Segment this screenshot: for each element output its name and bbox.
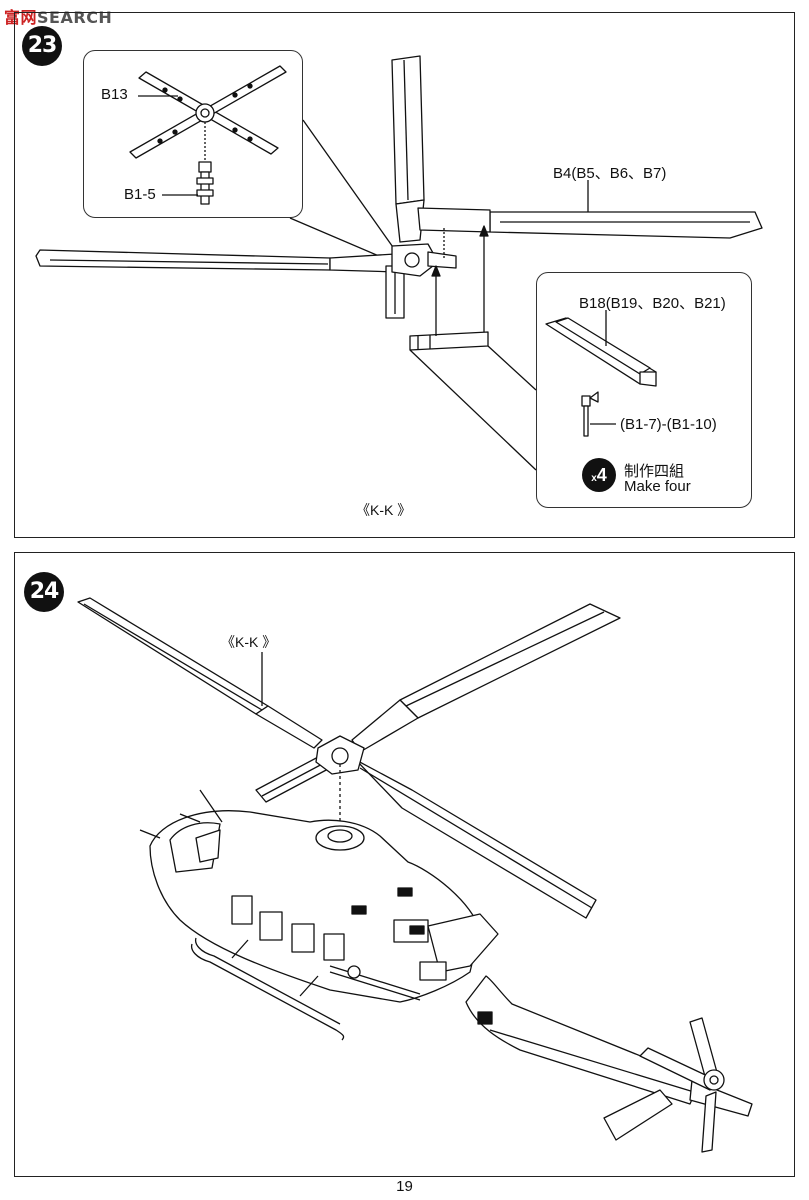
b18-grip-part-main — [409, 331, 489, 351]
helicopter-tail-boom — [465, 975, 753, 1141]
step-24-badge: 24 — [24, 572, 64, 612]
left-rotor-blade — [35, 249, 399, 273]
grip-detail-callout — [536, 272, 752, 508]
label-b1-5: B1-5 — [124, 186, 156, 203]
label-b13: B13 — [101, 86, 128, 103]
b13-hub-cross-part — [129, 65, 287, 159]
b18-grip-detail-part — [545, 317, 657, 387]
b1-7-pin-part — [581, 391, 599, 437]
multiplier-value: 4 — [596, 465, 607, 485]
b4-rotor-blade — [417, 207, 763, 239]
label-b4: B4(B5、B6、B7) — [553, 165, 667, 182]
rotor-hub-24 — [315, 735, 365, 775]
landing-skids — [190, 937, 345, 1041]
label-b18: B18(B19、B20、B21) — [579, 295, 726, 312]
subassembly-label-24: 《K-K 》 — [221, 634, 277, 650]
subassembly-label-23: 《K-K 》 — [356, 502, 412, 518]
helicopter-fuselage — [139, 789, 499, 1003]
rotor-blade-top-left — [77, 597, 323, 749]
page-number: 19 — [396, 1178, 413, 1195]
label-make-four-zh: 制作四組 — [624, 463, 685, 480]
rotor-blade-bottom-right — [355, 759, 597, 919]
label-make-four-en: Make four — [624, 478, 691, 495]
multiplier-badge: x4 — [582, 458, 616, 492]
step-24-panel — [14, 552, 795, 1177]
step-23-panel — [14, 12, 795, 538]
b1-5-mast-part — [196, 161, 214, 205]
upper-rotor-blade — [391, 55, 425, 243]
tail-rotor — [639, 1017, 725, 1153]
rotor-blade-top-right — [351, 603, 621, 753]
rotor-hub — [391, 243, 457, 277]
step-23-badge: 23 — [22, 26, 62, 66]
label-b1-7: (B1-7)-(B1-10) — [620, 416, 717, 433]
